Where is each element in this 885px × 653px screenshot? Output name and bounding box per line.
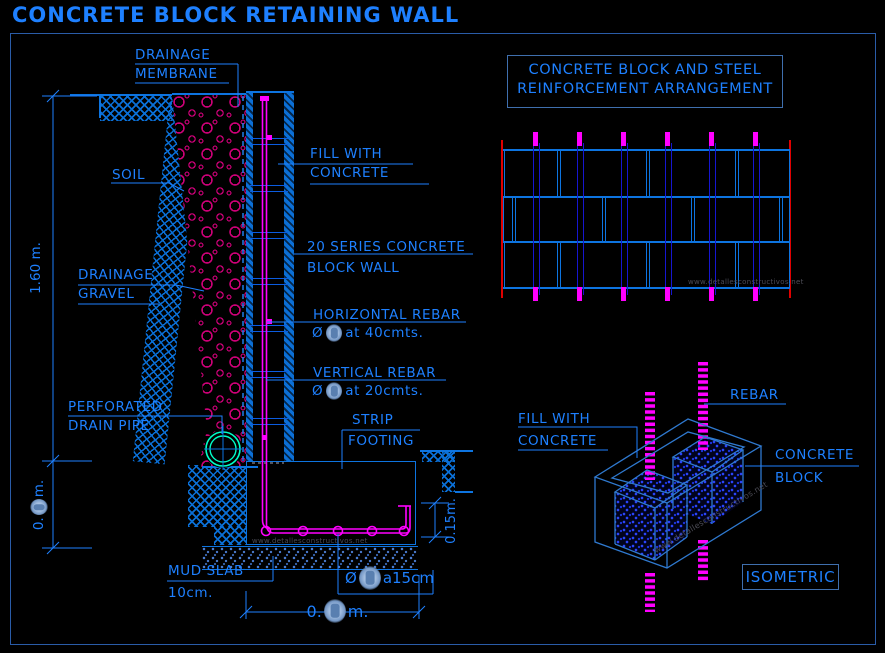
arrangement-title-box: CONCRETE BLOCK AND STEEL REINFORCEMENT A… bbox=[507, 55, 783, 108]
iso-leader-lines bbox=[518, 403, 859, 467]
iso-rebars bbox=[645, 362, 708, 612]
label-soil: SOIL bbox=[112, 167, 146, 183]
dim-footing-width: 0. m. bbox=[290, 599, 385, 623]
label-strip-footing-1: STRIP bbox=[352, 412, 394, 428]
rebar-tip bbox=[621, 287, 626, 301]
concrete-block-cell bbox=[738, 241, 790, 289]
block-wall-front-face bbox=[284, 92, 294, 461]
ground-lines bbox=[70, 91, 473, 493]
rebar-tip bbox=[753, 287, 758, 301]
drawing-title: CONCRETE BLOCK RETAINING WALL bbox=[12, 3, 460, 27]
dimension-lines bbox=[42, 89, 449, 619]
perforated-drain-pipe bbox=[204, 426, 242, 470]
concrete-block-cell bbox=[694, 196, 780, 243]
block-wall-back-face bbox=[246, 92, 253, 461]
arrangement-right-edge bbox=[789, 140, 791, 298]
concrete-block-cell bbox=[504, 149, 558, 197]
rebar-tip bbox=[533, 132, 538, 146]
label-horizontal-rebar: HORIZONTAL REBAR bbox=[313, 307, 461, 323]
drawing-border bbox=[10, 33, 876, 645]
rebar-tip bbox=[753, 132, 758, 146]
concrete-block-cell bbox=[782, 196, 790, 243]
vertical-rebar-line bbox=[753, 143, 760, 295]
concrete-block-cell bbox=[503, 196, 513, 243]
label-block-wall: 20 SERIES CONCRETE BLOCK WALL bbox=[307, 239, 466, 276]
block-joint-tie bbox=[250, 418, 288, 425]
iso-label-concrete-block-2: BLOCK bbox=[775, 470, 824, 486]
rebar-tip bbox=[533, 287, 538, 301]
vertical-rebar-spec: Ø at 20cmts. bbox=[312, 382, 424, 400]
rebar-tip bbox=[665, 287, 670, 301]
label-strip-footing-2: FOOTING bbox=[348, 433, 415, 449]
label-mud-slab-1: MUD SLAB bbox=[168, 563, 244, 579]
label-leader-lines bbox=[68, 63, 473, 582]
vertical-rebar-line bbox=[533, 143, 540, 295]
vertical-rebar-line bbox=[577, 143, 584, 295]
vertical-rebar-line bbox=[709, 143, 716, 295]
rebar-tip bbox=[665, 132, 670, 146]
label-drainage-gravel: DRAINAGE GRAVEL bbox=[78, 267, 154, 302]
label-footing-rebar-spec: Ø a15cm bbox=[345, 566, 434, 590]
vertical-rebar-line bbox=[621, 143, 628, 295]
soil-hatch-under-pipe bbox=[188, 465, 247, 527]
concrete-block-cell bbox=[560, 241, 647, 289]
rebar-tip bbox=[621, 132, 626, 146]
rebar-tip bbox=[577, 287, 582, 301]
isometric-view: FILL WITH CONCRETE REBAR CONCRETE BLOCK … bbox=[505, 360, 877, 645]
iso-label-rebar: REBAR bbox=[730, 387, 779, 403]
soil-hatch-under-pipe-2 bbox=[214, 527, 247, 545]
strip-footing-outline bbox=[246, 461, 416, 545]
rebar-tip bbox=[709, 287, 714, 301]
label-fill-with-concrete: FILL WITH CONCRETE bbox=[310, 146, 390, 181]
concrete-block-cell bbox=[515, 196, 603, 243]
block-joint-tie bbox=[250, 325, 288, 332]
iso-linework bbox=[593, 362, 763, 612]
block-joint-tie bbox=[250, 278, 288, 285]
iso-caption-box: ISOMETRIC bbox=[742, 564, 839, 590]
vertical-rebar-line bbox=[665, 143, 672, 295]
label-perforated-drain-pipe: PERFORATED DRAIN PIPE bbox=[68, 399, 163, 434]
block-joint-tie bbox=[250, 185, 288, 192]
horizontal-rebar-spec: Ø at 40cmts. bbox=[312, 324, 424, 342]
watermark-arrangement: www.detallesconstructivos.net bbox=[688, 278, 804, 286]
concrete-block-cell bbox=[649, 241, 736, 289]
iso-label-fill-with-concrete: FILL WITH CONCRETE bbox=[518, 411, 598, 449]
mud-slab-band bbox=[202, 546, 418, 570]
concrete-block-cell bbox=[738, 149, 790, 197]
iso-block-edges bbox=[593, 418, 763, 569]
concrete-block-cell bbox=[560, 149, 647, 197]
label-mud-slab-2: 10cm. bbox=[168, 585, 214, 601]
soil-hatch-right-step-v bbox=[442, 452, 455, 492]
redacted-digit-blob bbox=[30, 499, 48, 516]
block-joint-tie bbox=[250, 371, 288, 378]
redacted-digit-blob bbox=[323, 599, 346, 623]
dim-footing-thickness: 0.15m. bbox=[443, 498, 459, 544]
iso-cell-fill-right bbox=[673, 437, 743, 524]
label-drainage-membrane: DRAINAGE MEMBRANE bbox=[135, 47, 218, 82]
concrete-block-cell bbox=[649, 149, 736, 197]
rebar-tip bbox=[577, 132, 582, 146]
dim-wall-height: 1.60 m. bbox=[28, 242, 44, 294]
redacted-digit-blob bbox=[326, 324, 343, 342]
block-joint-tie bbox=[250, 232, 288, 239]
concrete-block-cell bbox=[504, 241, 558, 289]
rebar-tip bbox=[709, 132, 714, 146]
arrangement-left-edge bbox=[501, 140, 503, 298]
concrete-block-cell bbox=[605, 196, 692, 243]
label-vertical-rebar: VERTICAL REBAR bbox=[313, 365, 437, 381]
redacted-digit-blob bbox=[326, 382, 343, 400]
dim-left-lower: 0. m. bbox=[30, 479, 48, 531]
wall-and-footing-rebar bbox=[260, 98, 411, 537]
soil-hatch-right-step-h bbox=[422, 452, 454, 462]
iso-label-concrete-block-1: CONCRETE bbox=[775, 447, 855, 463]
soil-hatch-top-band bbox=[100, 96, 172, 121]
redacted-digit-blob bbox=[358, 566, 381, 590]
watermark-footing: www.detallesconstructivos.net bbox=[252, 537, 368, 545]
